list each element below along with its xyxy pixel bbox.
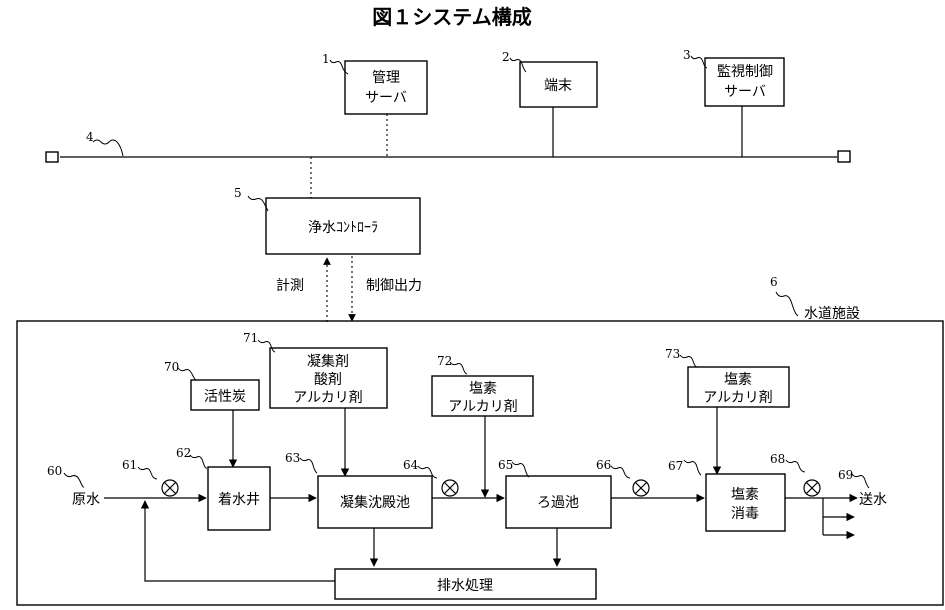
ref-num-60: 60 [47, 464, 62, 478]
valve-66 [632, 479, 650, 497]
ref-num-69: 69 [838, 468, 853, 482]
ref-num-62: 62 [176, 446, 191, 460]
ref-num-4: 4 [86, 130, 94, 144]
coag-basin-label: 凝集沈殿池 [340, 494, 410, 511]
chlorine-disinfect-label-1: 塩素 [731, 487, 759, 503]
chlorine-alkali-72-label-2: アルカリ剤 [448, 399, 517, 415]
squiggle-3 [690, 55, 708, 69]
squiggle-6 [775, 291, 799, 317]
squiggle-64 [417, 465, 438, 479]
ref-num-5: 5 [234, 186, 242, 200]
raw-water-label: 原水 [72, 492, 100, 508]
control-label: 制御出力 [366, 278, 422, 294]
chlorine-disinfect-label-2: 消毒 [731, 506, 759, 522]
ref-num-64: 64 [403, 458, 419, 472]
chlorine-alkali-73-label-1: 塩素 [724, 372, 752, 388]
ref-num-1: 1 [322, 52, 330, 66]
controller-label: 浄水ｺﾝﾄﾛｰﾗ [308, 220, 378, 236]
valve-64 [441, 479, 459, 497]
coagulant-label-3: アルカリ剤 [293, 390, 362, 406]
coag-basin-box [317, 475, 433, 529]
ref-num-65: 65 [498, 458, 513, 472]
coagulant-label-2: 酸剤 [314, 372, 342, 388]
filter-basin-box [505, 475, 612, 529]
ref-num-70: 70 [164, 360, 179, 374]
water-supply-label: 送水 [859, 492, 887, 508]
monitor-server-box [704, 57, 785, 107]
wastewater-box [334, 568, 597, 600]
measure-label: 計測 [276, 278, 304, 294]
squiggle-63 [299, 457, 318, 474]
wastewater-return [140, 500, 335, 582]
monitor-server-label-1: 監視制御 [717, 63, 773, 80]
squiggle-61 [137, 466, 158, 480]
activated-carbon-box [190, 379, 260, 411]
wastewater-label: 排水処理 [437, 578, 493, 594]
ref-num-61: 61 [122, 458, 137, 472]
facility-label: 水道施設 [804, 306, 860, 322]
mgmt-server-label-2: サーバ [365, 90, 407, 106]
chlorine-disinfect-box [705, 473, 786, 532]
squiggle-5 [247, 195, 269, 212]
ref-num-3: 3 [683, 48, 691, 62]
coagulant-label-1: 凝集剤 [307, 353, 349, 370]
controller-box [265, 197, 421, 255]
squiggle-70 [177, 367, 197, 381]
chlorine-alkali-72-label-1: 塩素 [469, 381, 497, 397]
monitor-server-label-2: サーバ [724, 84, 766, 100]
squiggle-71 [257, 339, 276, 353]
diagram-title: 図１システム構成 [372, 5, 531, 29]
squiggle-1 [329, 59, 349, 75]
ref-num-6: 6 [770, 275, 778, 289]
squiggle-67 [683, 459, 702, 476]
network-right-terminal [837, 150, 851, 163]
squiggle-2 [509, 57, 527, 73]
squiggle-68 [785, 459, 806, 473]
squiggle-69 [851, 473, 870, 489]
terminal-label: 端末 [544, 78, 572, 94]
squiggle-66 [610, 465, 631, 479]
receiving-well-box [207, 466, 271, 531]
chlorine-alkali-73-label-2: アルカリ剤 [703, 390, 772, 406]
ref-num-67: 67 [668, 459, 683, 473]
facility-boundary [16, 320, 944, 606]
terminal-box [519, 61, 598, 108]
mgmt-server-label-1: 管理 [372, 70, 400, 86]
receiving-well-label: 着水井 [218, 492, 260, 508]
ref-num-68: 68 [770, 452, 785, 466]
filter-basin-label: ろ過池 [537, 495, 579, 511]
valve-61 [161, 479, 179, 497]
valve-68 [803, 479, 821, 497]
squiggle-65 [511, 461, 530, 478]
mgmt-server-box [344, 60, 428, 115]
squiggle-4 [92, 139, 124, 157]
chlorine-alkali-73-box [687, 366, 790, 408]
chlorine-alkali-72-box [431, 375, 534, 417]
squiggle-62 [189, 454, 208, 469]
squiggle-73 [679, 354, 698, 368]
network-left-terminal [45, 151, 59, 163]
ref-num-66: 66 [596, 458, 611, 472]
activated-carbon-label: 活性炭 [204, 389, 246, 405]
ref-num-71: 71 [243, 331, 258, 345]
ref-num-72: 72 [437, 354, 452, 368]
ref-num-2: 2 [502, 50, 510, 64]
ref-num-73: 73 [665, 347, 680, 361]
coagulant-box [269, 347, 388, 409]
squiggle-72 [449, 361, 468, 375]
ref-num-63: 63 [285, 451, 300, 465]
squiggle-60 [63, 472, 85, 488]
